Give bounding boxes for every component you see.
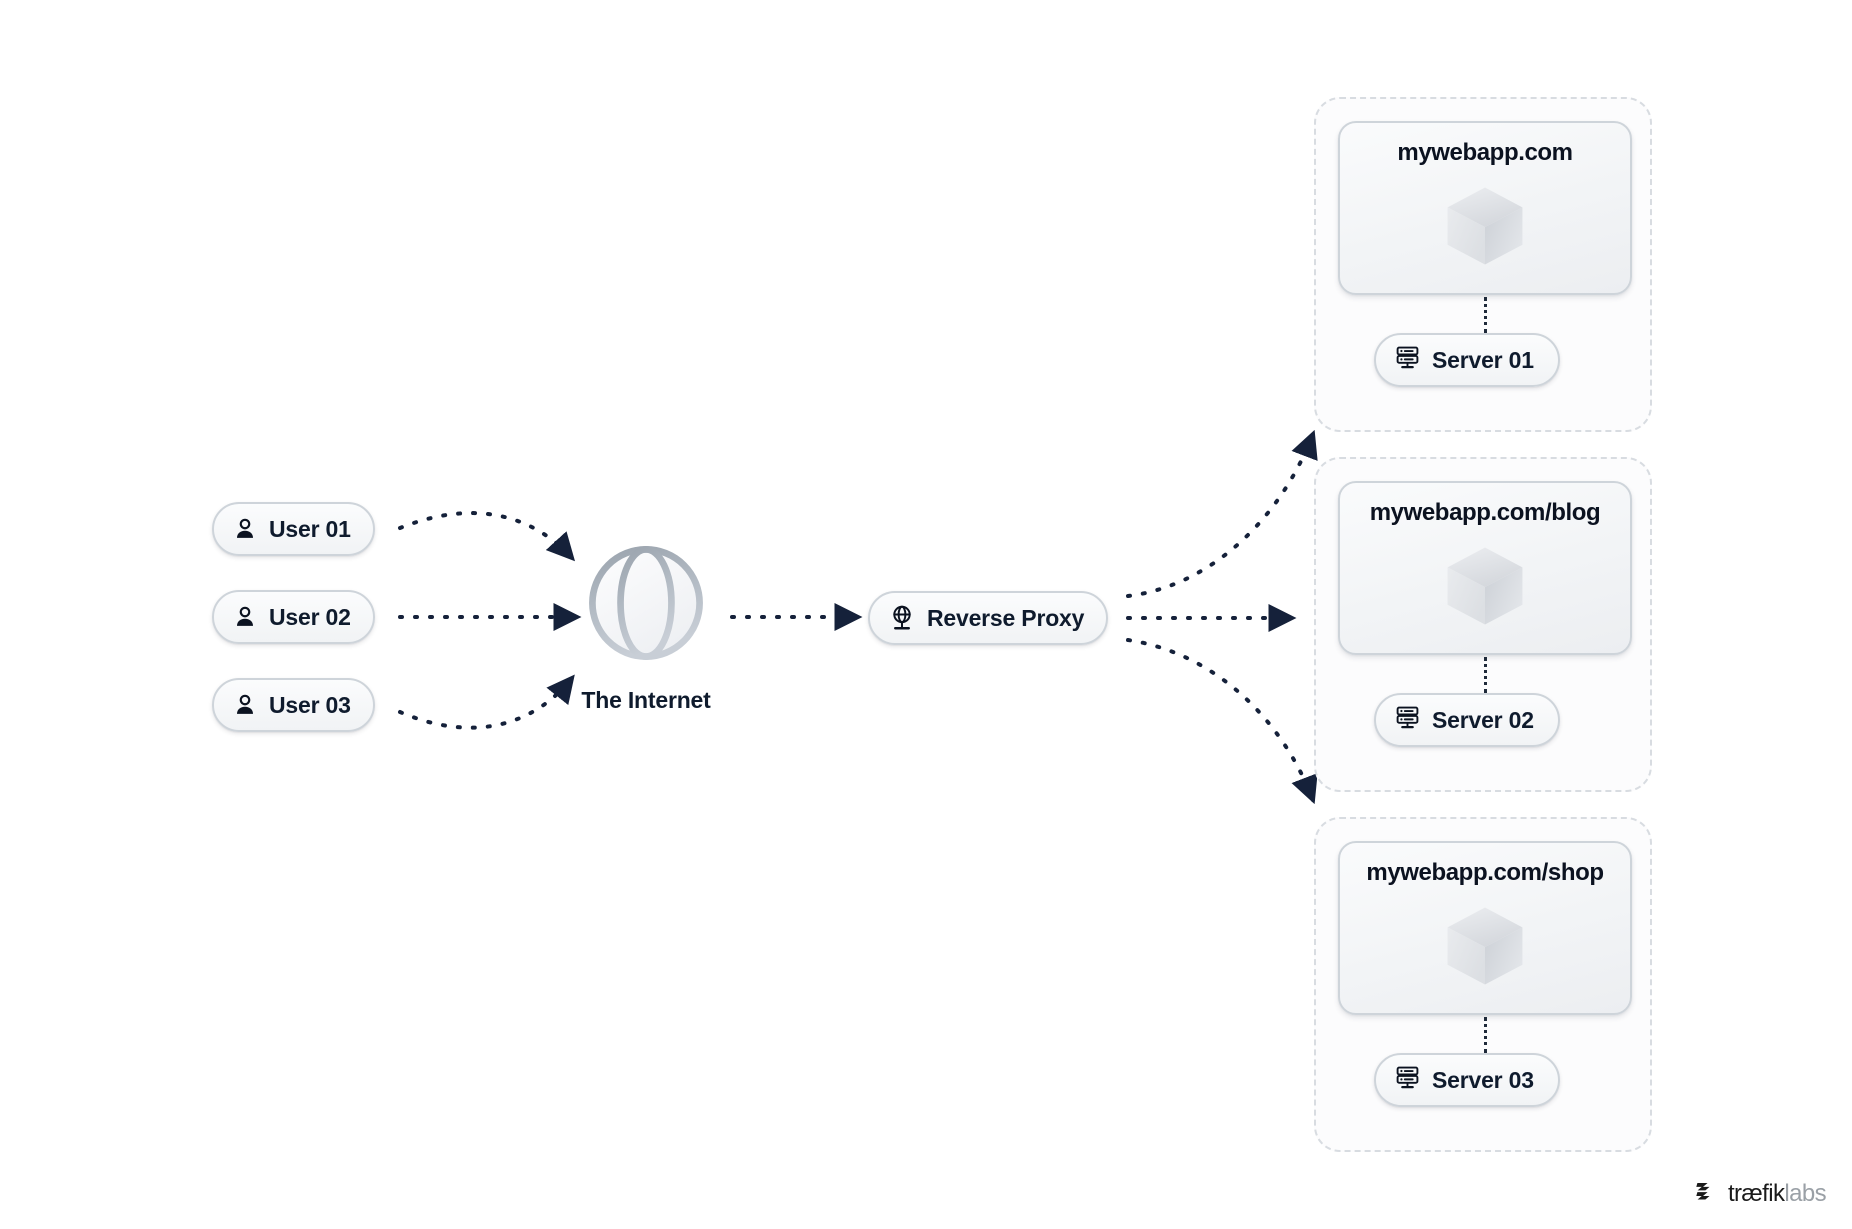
node-label: User 01: [269, 515, 351, 542]
connector-app-server-1: [1484, 297, 1487, 333]
user-icon: [232, 692, 258, 718]
node-label: User 03: [269, 691, 351, 718]
user-icon: [232, 604, 258, 630]
cube-icon: [1433, 173, 1537, 277]
connector-app-server-2: [1484, 657, 1487, 693]
server-label: Server 02: [1432, 706, 1534, 733]
server-rack-icon: [1394, 1064, 1421, 1096]
server-label: Server 01: [1432, 346, 1534, 373]
edge-proxy-service1: [1126, 429, 1318, 598]
service-group-3: mywebapp.com/shop: [1314, 817, 1652, 1152]
app-card-1[interactable]: mywebapp.com: [1338, 121, 1632, 295]
node-user-03[interactable]: User 03: [212, 678, 375, 732]
brand-name-dark: træfik: [1727, 1179, 1785, 1207]
app-title: mywebapp.com: [1397, 139, 1573, 166]
cube-icon: [1433, 893, 1537, 997]
edge-user01-internet: [398, 511, 576, 562]
service-group-2: mywebapp.com/blog: [1314, 457, 1652, 792]
app-title: mywebapp.com/blog: [1369, 499, 1601, 526]
brand-logo[interactable]: træfiklabs: [1695, 1178, 1827, 1209]
server-rack-icon: [1394, 704, 1421, 736]
app-card-2[interactable]: mywebapp.com/blog: [1338, 481, 1632, 655]
service-group-1: mywebapp.com: [1314, 97, 1652, 432]
node-label: User 02: [269, 603, 351, 630]
network-globe-icon: [888, 604, 916, 632]
node-server-03[interactable]: Server 03: [1374, 1053, 1560, 1107]
globe-icon: [579, 536, 713, 675]
internet-label: The Internet: [581, 687, 711, 713]
node-user-02[interactable]: User 02: [212, 590, 375, 644]
server-rack-icon: [1394, 344, 1421, 376]
app-card-3[interactable]: mywebapp.com/shop: [1338, 841, 1632, 1015]
cube-icon: [1433, 533, 1537, 637]
node-label: Reverse Proxy: [927, 604, 1085, 631]
app-title: mywebapp.com/shop: [1366, 859, 1604, 886]
node-server-02[interactable]: Server 02: [1374, 693, 1560, 747]
user-icon: [232, 516, 258, 542]
node-server-01[interactable]: Server 01: [1374, 333, 1560, 387]
edge-proxy-service3: [1126, 638, 1318, 805]
traefik-layers-icon: [1695, 1178, 1721, 1209]
node-internet[interactable]: The Internet: [570, 536, 722, 714]
edge-user03-internet: [398, 674, 575, 730]
node-reverse-proxy[interactable]: Reverse Proxy: [868, 591, 1109, 645]
brand-name-light: labs: [1784, 1179, 1826, 1207]
connector-app-server-3: [1484, 1017, 1487, 1053]
server-label: Server 03: [1432, 1066, 1534, 1093]
node-user-01[interactable]: User 01: [212, 502, 375, 556]
